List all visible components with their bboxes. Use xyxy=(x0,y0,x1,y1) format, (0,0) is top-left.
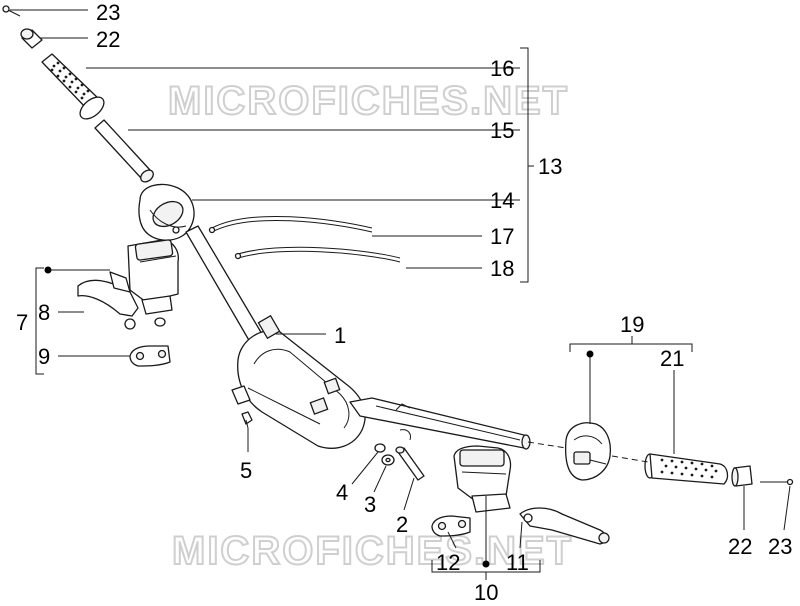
part-15-throttle-tube xyxy=(94,119,154,183)
callout-5: 5 xyxy=(240,458,252,483)
part-22-bar-end-weight-right xyxy=(731,465,753,487)
part-14-throttle-housing xyxy=(138,183,195,241)
part-22-bar-end-weight-left xyxy=(20,28,43,49)
part-21-grip-right xyxy=(644,453,729,485)
part-11-brake-lever-right xyxy=(519,507,610,545)
callout-12: 12 xyxy=(436,550,460,575)
callout-22-bottom: 22 xyxy=(728,534,752,559)
callout-4: 4 xyxy=(336,480,348,505)
callout-15: 15 xyxy=(490,118,514,143)
callout-16: 16 xyxy=(490,56,514,81)
watermark-bottom: MICROFICHES.NET xyxy=(172,529,573,573)
callout-2: 2 xyxy=(396,512,408,537)
part-4-nut xyxy=(374,443,386,453)
callout-23-bottom: 23 xyxy=(768,534,792,559)
callout-8: 8 xyxy=(38,300,50,325)
callout-21: 21 xyxy=(660,346,684,371)
callout-11: 11 xyxy=(506,550,529,575)
part-23-screw-right xyxy=(760,478,794,486)
part-1-handlebar xyxy=(185,225,531,450)
callout-19: 19 xyxy=(620,312,644,337)
part-3-washer xyxy=(381,454,395,466)
part-12-clamp-right xyxy=(431,515,471,537)
callout-13: 13 xyxy=(538,154,562,179)
callout-18: 18 xyxy=(490,256,514,281)
part-18-throttle-cable xyxy=(234,246,401,263)
part-2-bolt xyxy=(395,446,425,481)
part-5-clip xyxy=(241,411,253,425)
callout-7: 7 xyxy=(16,310,28,335)
part-17-throttle-cable xyxy=(208,216,373,234)
callout-10: 10 xyxy=(474,580,498,605)
callout-17: 17 xyxy=(490,224,514,249)
leader-lines xyxy=(10,9,791,580)
callout-23-top: 23 xyxy=(96,0,120,25)
callout-1: 1 xyxy=(334,323,346,348)
part-9-clamp-left xyxy=(129,345,171,367)
watermark-top: MICROFICHES.NET xyxy=(168,79,569,123)
callout-3: 3 xyxy=(364,492,376,517)
callout-9: 9 xyxy=(38,344,50,369)
callout-14: 14 xyxy=(490,188,514,213)
part-19-switch-housing-right xyxy=(564,422,612,481)
callout-22-top: 22 xyxy=(96,27,120,52)
part-10-brake-master-cylinder-right xyxy=(453,445,512,513)
part-7-brake-master-cylinder-left xyxy=(127,239,179,327)
part-8-brake-lever-left xyxy=(77,271,139,330)
part-23-screw-left xyxy=(2,5,21,17)
part-16-grip-left xyxy=(41,53,105,120)
